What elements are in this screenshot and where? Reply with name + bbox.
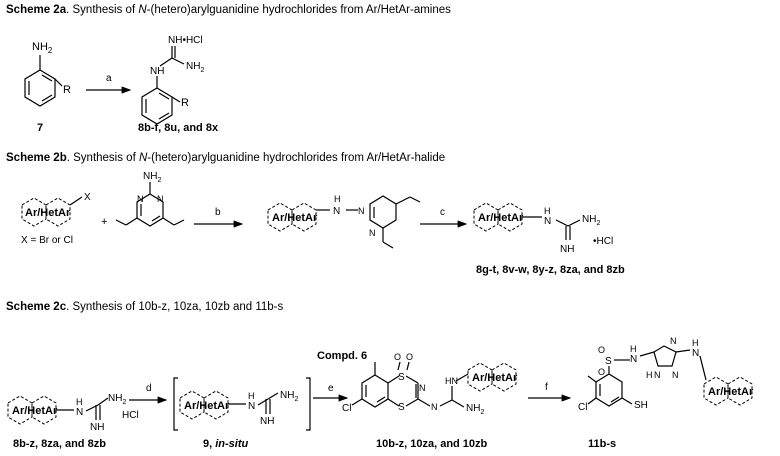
halide-x-label: X: [84, 192, 91, 203]
start-guanidine-aryl: [7, 395, 57, 425]
gu-imine-nh: NH: [560, 244, 574, 255]
r-substituent-product: R: [181, 97, 189, 109]
scheme-2b: Ar/HetAr X X = Br or Cl + NH2 N N b Ar/H…: [21, 171, 625, 276]
svg-text:H: H: [76, 397, 83, 407]
scheme-2c: Ar/HetAr H N NH2 NH HCl 8b-z, 8za, and 8…: [7, 336, 754, 450]
scheme-2b-label: Scheme 2b: [6, 152, 67, 164]
product-11-label: 11b-s: [588, 438, 616, 450]
arhetar-label-5: Ar/HetAr: [184, 400, 230, 412]
pyrimidine-n1: N: [157, 194, 164, 204]
product-10-structure: [351, 361, 469, 408]
sulfonamide-s: S: [605, 356, 612, 367]
reagent-b: b: [215, 207, 221, 218]
nh-h: H: [334, 194, 341, 204]
svg-text:H: H: [692, 338, 699, 348]
compound-7-label: 7: [37, 122, 43, 134]
compound-6-label: Compd. 6: [317, 350, 367, 362]
arhetar-label-3: Ar/HetAr: [478, 212, 524, 224]
scheme-2c-title: Scheme 2c. Synthesis of 10b-z, 10za, 10z…: [6, 301, 284, 313]
start-nh2: NH2: [108, 393, 126, 406]
svg-text:NH: NH: [90, 422, 104, 433]
arylaminopyrimidine-structure: [267, 202, 317, 232]
arhetar-label-1: Ar/HetAr: [25, 207, 71, 219]
ring-n1: N: [358, 206, 365, 216]
scheme-2c-label: Scheme 2c: [6, 301, 67, 313]
ring-n2: N: [369, 228, 376, 238]
pyrimidine-ring: [369, 195, 397, 229]
scheme-2b-title: Scheme 2b. Synthesis of N-(hetero)arylgu…: [6, 152, 446, 164]
nh-hcl-label: NH•HCl: [168, 35, 203, 46]
start-hcl: HCl: [122, 410, 139, 421]
arhetar-label-7: Ar/HetAr: [708, 386, 754, 398]
svg-text:Cl: Cl: [578, 402, 587, 413]
thio-s: S: [398, 402, 405, 413]
cl-label: Cl: [342, 403, 351, 414]
product-10-label: 10b-z, 10za, and 10zb: [376, 438, 488, 450]
svg-text:N: N: [248, 401, 255, 412]
reagent-e: e: [328, 383, 334, 394]
svg-text:H: H: [248, 391, 255, 401]
reagent-f: f: [545, 382, 548, 393]
product-11-aryl: [703, 376, 753, 406]
arhetar-label-6: Ar/HetAr: [472, 372, 518, 384]
reagent-d: d: [146, 383, 152, 394]
svg-text:H: H: [630, 344, 637, 354]
bracket-right: [306, 377, 311, 431]
svg-text:N: N: [692, 348, 699, 359]
r-substituent: R: [63, 84, 71, 96]
svg-text:O: O: [394, 352, 401, 362]
svg-text:NH: NH: [260, 416, 274, 427]
product-10-aryl: [467, 362, 517, 392]
svg-text:O: O: [406, 352, 413, 362]
arhetar-halide-structure: [21, 197, 71, 227]
svg-text:N: N: [670, 336, 677, 346]
scheme-2a: NH2 R 7 a NH NH•HCl NH2 R 8b-f, 8u, and …: [24, 35, 219, 134]
intermediate-9-label: 9, in-situ: [203, 438, 249, 450]
gu-hcl: •HCl: [593, 236, 613, 247]
product-8a-structure: [141, 46, 185, 125]
int-nh2: NH2: [280, 390, 298, 403]
nh-n: N: [333, 206, 340, 217]
product-8-label: 8b-f, 8u, and 8x: [138, 122, 219, 134]
arhetar-label-4: Ar/HetAr: [12, 405, 58, 417]
svg-text:N: N: [431, 402, 438, 412]
svg-text:N: N: [76, 407, 83, 418]
plus-sign: +: [101, 216, 107, 228]
svg-text:O: O: [598, 345, 605, 355]
aminodimethoxypyrimidine-structure: [115, 182, 185, 227]
product-11-structure: [587, 345, 691, 407]
svg-text:O: O: [598, 367, 605, 377]
pyrimidine-n2: N: [137, 194, 144, 204]
sh-label: SH: [634, 400, 648, 411]
x-definition: X = Br or Cl: [21, 235, 73, 246]
gu-h: H: [544, 206, 551, 216]
gu-n: N: [544, 216, 551, 227]
sulfonyl-s: S: [398, 372, 405, 383]
scheme-2a-title: Scheme 2a. Synthesis of N-(hetero)arylgu…: [6, 4, 451, 16]
gu-nh2: NH2: [582, 214, 600, 227]
bracket-left: [173, 377, 178, 431]
start-compound-label: 8b-z, 8za, and 8zb: [13, 438, 106, 450]
reagent-c: c: [440, 207, 445, 218]
compound-7-structure: [24, 55, 63, 107]
nh2-label: NH2: [186, 61, 204, 74]
svg-text:N: N: [654, 370, 661, 380]
reagent-a: a: [106, 73, 112, 84]
svg-text:N: N: [672, 370, 679, 380]
hn-label: HN: [445, 376, 458, 386]
amine-label: NH2: [32, 41, 53, 55]
svg-text:H: H: [646, 370, 653, 380]
p10-nh2: NH2: [466, 403, 484, 416]
pyrimidine-nh2-label: NH2: [143, 171, 161, 184]
arylguanidine-structure: [473, 202, 523, 232]
svg-text:N: N: [419, 383, 426, 393]
product-8-series-label: 8g-t, 8v-w, 8y-z, 8za, and 8zb: [476, 264, 625, 276]
nh-label: NH: [150, 66, 164, 77]
svg-text:N: N: [630, 354, 637, 365]
intermediate-aryl: [179, 390, 229, 420]
arhetar-label-2: Ar/HetAr: [272, 212, 318, 224]
scheme-2a-label: Scheme 2a: [6, 4, 67, 16]
